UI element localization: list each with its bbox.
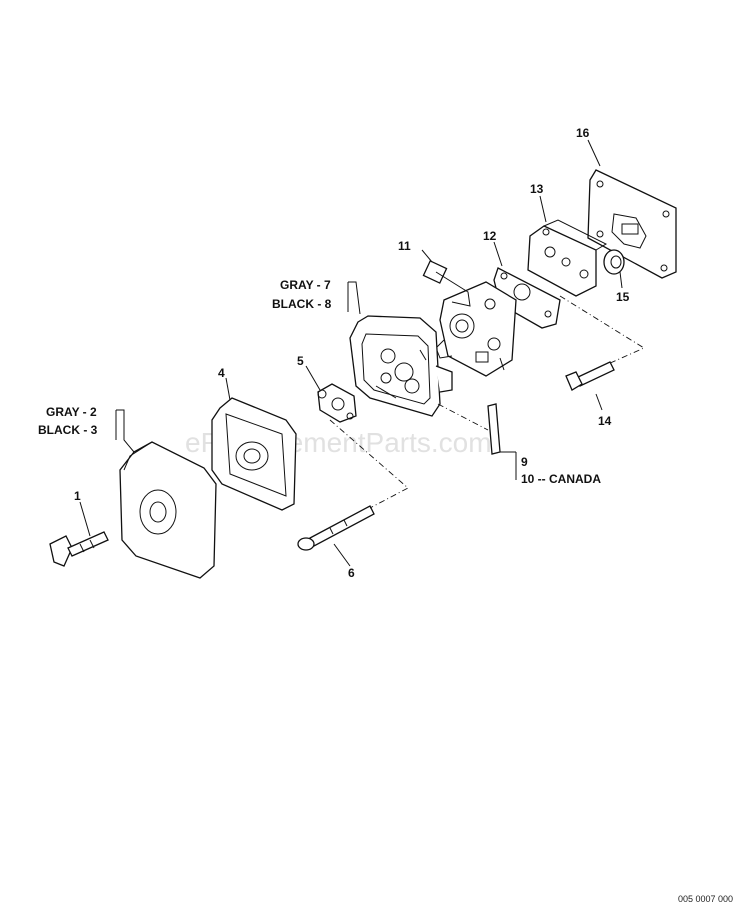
label-part-9: 9 bbox=[521, 455, 528, 469]
part-14-bolt bbox=[565, 361, 615, 391]
label-part-1: 1 bbox=[74, 489, 81, 503]
label-part-14: 14 bbox=[598, 414, 612, 428]
label-part-3-black: BLACK - 3 bbox=[38, 423, 98, 437]
part-6-long-bolt bbox=[297, 505, 375, 551]
label-part-12: 12 bbox=[483, 229, 497, 243]
label-part-4: 4 bbox=[218, 366, 225, 380]
part-7-8-air-cleaner-case bbox=[349, 315, 453, 417]
label-part-8-black: BLACK - 8 bbox=[272, 297, 332, 311]
part-4-air-filter-element bbox=[211, 397, 297, 511]
part-5-choke-plate bbox=[317, 383, 357, 423]
assembly-lines bbox=[329, 295, 645, 509]
label-part-16: 16 bbox=[576, 126, 590, 140]
leader-lines bbox=[79, 139, 623, 567]
part-13-spacer-block bbox=[527, 219, 608, 297]
label-part-15: 15 bbox=[616, 290, 630, 304]
part-12-gasket bbox=[493, 267, 561, 329]
label-part-7-gray: GRAY - 7 bbox=[280, 278, 331, 292]
part-2-3-air-cleaner-cover bbox=[119, 441, 217, 579]
label-part-10-canada: 10 -- CANADA bbox=[521, 472, 601, 486]
label-part-2-gray: GRAY - 2 bbox=[46, 405, 97, 419]
label-part-5: 5 bbox=[297, 354, 304, 368]
part-15-bushing bbox=[603, 249, 625, 275]
part-1-wing-knob bbox=[49, 531, 109, 567]
label-part-11: 11 bbox=[398, 239, 411, 253]
label-part-13: 13 bbox=[530, 182, 544, 196]
part-11-carburetor bbox=[422, 260, 517, 377]
label-part-6: 6 bbox=[348, 566, 355, 580]
diagram-code: 005 0007 000 bbox=[678, 894, 733, 904]
part-16-insulator-gasket bbox=[587, 169, 677, 279]
